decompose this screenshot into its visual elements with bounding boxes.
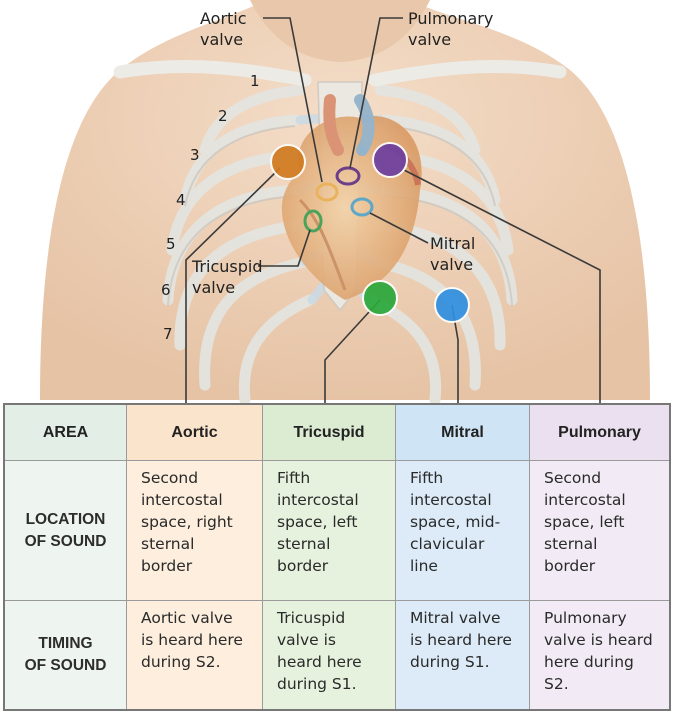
- pulmonary-valve-ring: [335, 166, 361, 186]
- location-tricuspid: Fifth intercostal space, left sternal bo…: [263, 461, 396, 601]
- header-area: AREA: [5, 405, 127, 461]
- timing-pulmonary: Pulmonary valve is heard here during S2.: [530, 601, 669, 709]
- rib-number-3: 3: [190, 146, 200, 164]
- clavicle-right: [368, 60, 567, 87]
- aortic-valve-label: Aortic valve: [200, 9, 247, 49]
- pulmonary-marker: [372, 142, 408, 178]
- auscultation-table: AREA Aortic Tricuspid Mitral Pulmonary L…: [3, 403, 671, 711]
- timing-aortic: Aortic valve is heard here during S2.: [127, 601, 263, 709]
- header-aortic: Aortic: [127, 405, 263, 461]
- tricuspid-marker: [362, 280, 398, 316]
- header-mitral: Mitral: [396, 405, 530, 461]
- rib-number-4: 4: [176, 191, 186, 209]
- rib-number-7: 7: [163, 325, 173, 343]
- rib-number-1: 1: [250, 72, 260, 90]
- location-aortic: Second intercostal space, right sternal …: [127, 461, 263, 601]
- rib-number-5: 5: [166, 235, 176, 253]
- tricuspid-valve-ring: [303, 209, 323, 233]
- mitral-valve-ring: [350, 197, 374, 217]
- rib-number-2: 2: [218, 107, 228, 125]
- timing-tricuspid: Tricuspid valve is heard here during S1.: [263, 601, 396, 709]
- row-label-location: LOCATION OF SOUND: [5, 461, 127, 601]
- clavicle-left: [113, 60, 312, 87]
- rib-number-6: 6: [161, 281, 171, 299]
- mitral-valve-label: Mitral valve: [430, 234, 476, 274]
- location-mitral: Fifth intercostal space, mid- clavicular…: [396, 461, 530, 601]
- row-label-timing: TIMING OF SOUND: [5, 601, 127, 709]
- timing-mitral: Mitral valve is heard here during S1.: [396, 601, 530, 709]
- header-tricuspid: Tricuspid: [263, 405, 396, 461]
- pulmonary-valve-label: Pulmonary valve: [408, 9, 494, 49]
- tricuspid-valve-label: Tricuspid valve: [192, 257, 263, 297]
- aortic-valve-ring: [315, 182, 339, 202]
- mitral-marker: [434, 287, 470, 323]
- location-pulmonary: Second intercostal space, left sternal b…: [530, 461, 669, 601]
- header-pulmonary: Pulmonary: [530, 405, 669, 461]
- aortic-marker: [270, 144, 306, 180]
- leader-lines: [185, 17, 601, 404]
